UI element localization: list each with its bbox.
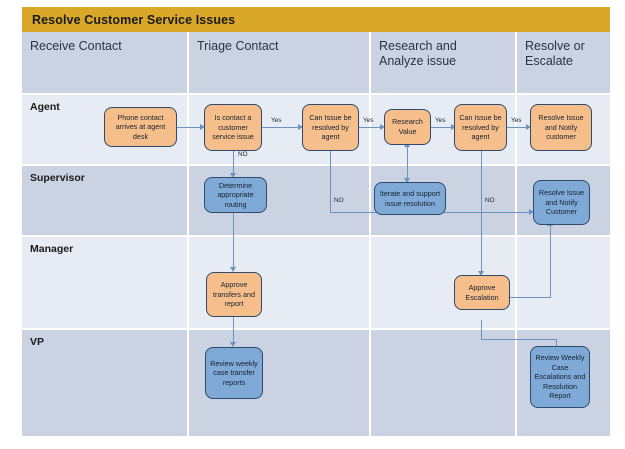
- node-approve-escalation[interactable]: Approve Escalation: [454, 275, 510, 310]
- edge-label-no-1: NO: [238, 151, 248, 158]
- edge-label-yes-2: Yes: [363, 117, 374, 124]
- node-research-value-label: Research Value: [392, 117, 423, 136]
- connector-phone-to-triage: [177, 127, 202, 129]
- node-determine-routing[interactable]: Determine appropriate routing: [204, 177, 267, 213]
- phase-header-resolve-escalate: Resolve or Escalate: [517, 32, 610, 95]
- node-phone-contact[interactable]: Phone contact arrives at agent desk: [104, 107, 177, 147]
- node-resolve-notify-agent[interactable]: Resolve Issue and Notify customer: [530, 104, 592, 151]
- edge-label-yes-4: Yes: [511, 117, 522, 124]
- lane-label-supervisor: Supervisor: [30, 172, 85, 184]
- edge-label-yes-1: Yes: [271, 117, 282, 124]
- connector-can-resolve-1-to-research: [359, 127, 383, 129]
- lane-supervisor-col-0: Supervisor: [22, 166, 189, 237]
- node-resolve-notify-supervisor-label: Resolve Issue and Notify Customer: [538, 188, 585, 217]
- arrowhead-research-to-can-resolve-2: [451, 123, 456, 130]
- arrowhead-can-resolve-2-to-resolve-notify: [526, 123, 531, 130]
- arrowhead-research-to-iterate-down: [403, 178, 410, 183]
- lane-vp-col-2: [371, 330, 517, 436]
- node-can-issue-resolved-2[interactable]: Can Issue be resolved by agent: [454, 104, 507, 151]
- connector-triage-to-can-resolve-1: [262, 127, 300, 129]
- connector-approve-escalation-up: [550, 224, 552, 298]
- edge-label-no-2: NO: [334, 197, 344, 204]
- connector-approve-escalation-down: [481, 320, 483, 340]
- edge-label-no-3: NO: [485, 197, 495, 204]
- connector-approve-transfers-to-review-weekly: [233, 317, 235, 345]
- arrowhead-approve-transfers-to-review-weekly: [229, 342, 236, 347]
- node-iterate-support[interactable]: Iterate and support issue resolution: [374, 182, 446, 215]
- connector-approve-escalation-to-vp-right: [481, 339, 557, 341]
- lane-label-agent: Agent: [30, 101, 60, 113]
- arrowhead-can-resolve-1-no-to-resolve-sup: [529, 208, 534, 215]
- connector-triage-no-to-determine-routing: [233, 147, 235, 176]
- arrowhead-can-resolve-1-to-research: [380, 123, 385, 130]
- node-can-issue-resolved-1-label: Can Issue be resolved by agent: [309, 113, 352, 142]
- connector-can-resolve-1-no-down: [330, 147, 332, 213]
- node-review-weekly-escalations-label: Review Weekly Case Escalations and Resol…: [534, 353, 586, 401]
- arrowhead-triage-to-can-resolve-1: [298, 123, 303, 130]
- phase-label-1: Triage Contact: [197, 39, 279, 53]
- connector-can-resolve-2-no-down: [481, 147, 483, 274]
- node-iterate-support-label: Iterate and support issue resolution: [379, 188, 441, 208]
- node-research-value[interactable]: Research Value: [384, 109, 431, 145]
- lane-manager-col-0: Manager: [22, 237, 189, 330]
- node-review-weekly-case-label: Review weekly case transfer reports: [210, 358, 258, 387]
- arrowhead-can-resolve-2-no-to-approve-escalation: [477, 271, 484, 276]
- phase-header-triage-contact: Triage Contact: [189, 32, 371, 95]
- connector-determine-routing-to-approve-transfers: [233, 213, 235, 270]
- diagram-title: Resolve Customer Service Issues: [32, 12, 236, 27]
- lane-manager-col-3: [517, 237, 610, 330]
- arrowhead-phone-to-triage: [200, 123, 205, 130]
- node-can-issue-resolved-2-label: Can Issue be resolved by agent: [459, 113, 502, 142]
- node-approve-transfers[interactable]: Approve transfers and report: [206, 272, 262, 317]
- node-approve-escalation-label: Approve Escalation: [465, 282, 499, 302]
- arrowhead-triage-no-to-determine-routing: [229, 173, 236, 178]
- phase-header-research-analyze: Research and Analyze issue: [371, 32, 517, 95]
- arrowhead-determine-routing-to-approve-transfers: [229, 267, 236, 272]
- node-approve-transfers-label: Approve transfers and report: [213, 280, 255, 309]
- lane-label-vp: VP: [30, 336, 45, 348]
- node-resolve-notify-supervisor[interactable]: Resolve Issue and Notify Customer: [533, 180, 590, 225]
- edge-label-yes-3: Yes: [435, 117, 446, 124]
- connector-research-to-can-resolve-2: [431, 127, 454, 129]
- node-determine-routing-label: Determine appropriate routing: [217, 180, 254, 209]
- connector-can-resolve-2-to-resolve-notify: [507, 127, 529, 129]
- node-is-contact-cs-issue[interactable]: Is contact a customer service issue: [204, 104, 262, 151]
- lane-label-manager: Manager: [30, 243, 74, 255]
- node-resolve-notify-agent-label: Resolve Issue and Notify customer: [538, 113, 584, 142]
- diagram-title-bar: Resolve Customer Service Issues: [22, 7, 610, 32]
- node-phone-contact-label: Phone contact arrives at agent desk: [115, 112, 166, 141]
- phase-header-receive-contact: Receive Contact: [22, 32, 189, 95]
- swimlane-grid: Receive Contact Triage Contact Research …: [22, 32, 610, 436]
- node-is-contact-cs-issue-label: Is contact a customer service issue: [212, 113, 254, 142]
- lane-vp-col-0: VP: [22, 330, 189, 436]
- phase-label-3: Resolve or Escalate: [525, 39, 585, 68]
- phase-label-0: Receive Contact: [30, 39, 122, 53]
- node-review-weekly-escalations[interactable]: Review Weekly Case Escalations and Resol…: [530, 346, 590, 408]
- phase-label-2: Research and Analyze issue: [379, 39, 457, 68]
- connector-research-iterate-bidirectional: [407, 144, 409, 182]
- connector-approve-escalation-to-vp-down: [556, 339, 558, 352]
- connector-approve-escalation-right: [509, 297, 551, 299]
- node-review-weekly-case[interactable]: Review weekly case transfer reports: [205, 347, 263, 399]
- node-can-issue-resolved-1[interactable]: Can Issue be resolved by agent: [302, 104, 359, 151]
